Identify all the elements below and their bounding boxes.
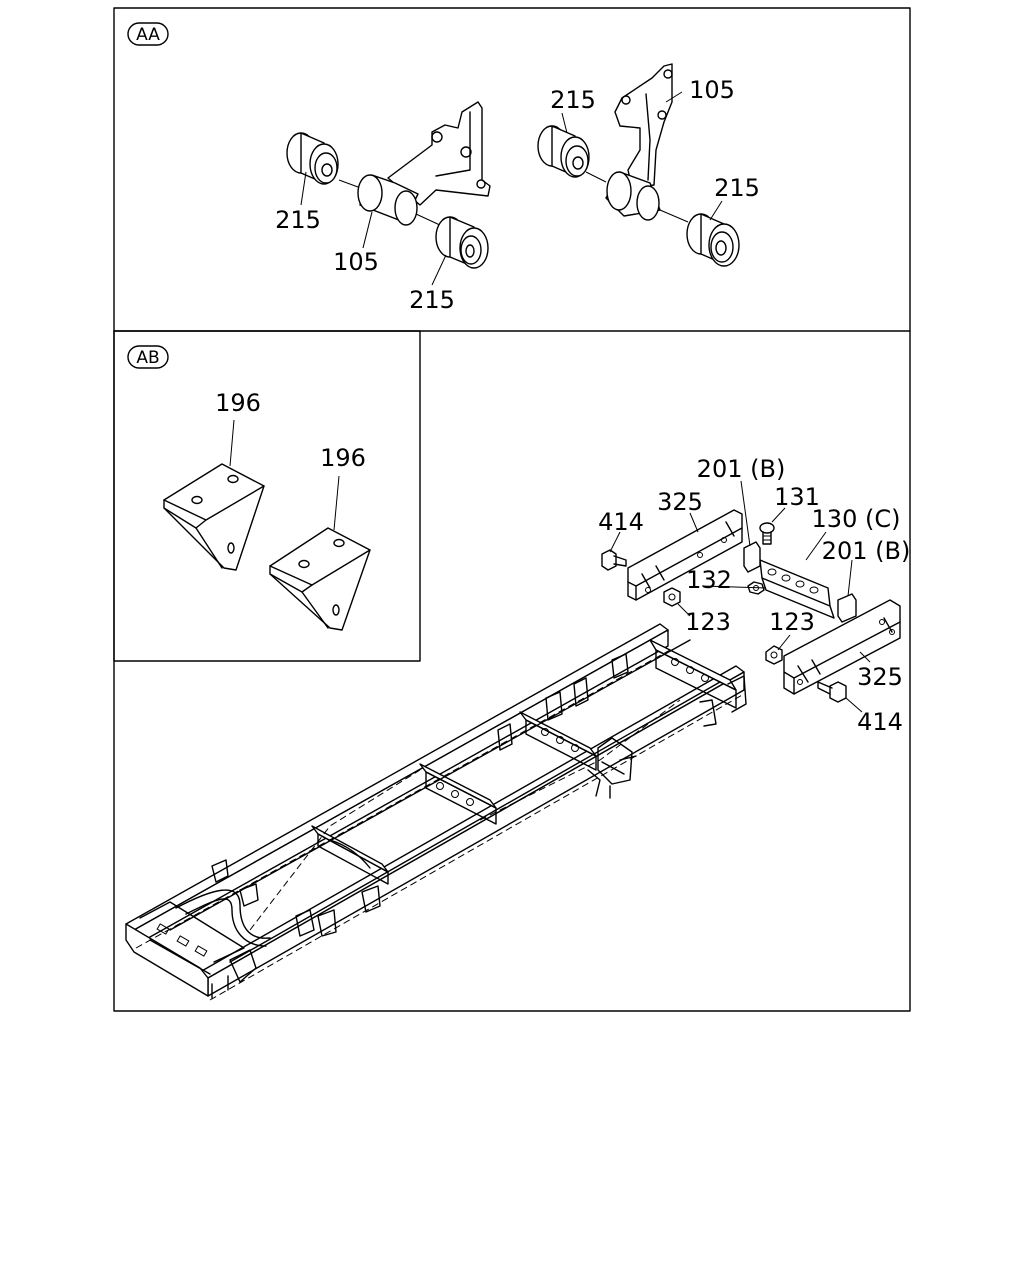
label-196-left: 196: [215, 389, 261, 417]
plate-201b-upper-drawing: [743, 541, 761, 573]
label-414-top: 414: [598, 508, 644, 536]
nut-123-right-drawing: [765, 645, 783, 665]
bracket-196-left-drawing: [163, 463, 265, 571]
nut-123-left-drawing: [663, 587, 681, 607]
bracket-130-drawing: [759, 559, 835, 619]
label-123-right: 123: [769, 608, 815, 636]
label-105-center: 105: [333, 248, 379, 276]
bracket-105-left-drawing: [338, 101, 491, 227]
rail-325-lower-drawing: [783, 599, 901, 695]
bolt-414-top-drawing: [601, 549, 627, 571]
label-201b-right: 201 (B): [822, 537, 911, 565]
plate-201b-right-drawing: [837, 593, 857, 623]
label-215-upper: 215: [550, 86, 596, 114]
bushing-215-bottom-drawing: [435, 216, 489, 269]
label-215-bottom: 215: [409, 286, 455, 314]
rail-325-upper-drawing: [627, 509, 743, 601]
label-123-left: 123: [685, 608, 731, 636]
bushing-215-right-drawing: [686, 213, 740, 267]
label-131: 131: [774, 483, 820, 511]
label-132: 132: [686, 566, 732, 594]
section-tag-ab[interactable]: AB: [127, 345, 169, 369]
bolt-131-drawing: [759, 522, 775, 545]
label-215-left: 215: [275, 206, 321, 234]
diagram-frames: [113, 7, 911, 1012]
bolt-414-bottom-drawing: [817, 681, 847, 703]
label-196-right: 196: [320, 444, 366, 472]
section-tag-aa[interactable]: AA: [127, 22, 169, 46]
label-215-right: 215: [714, 174, 760, 202]
label-325-top: 325: [657, 488, 703, 516]
inset-frame-ab: [113, 330, 421, 662]
label-130c: 130 (C): [812, 505, 901, 533]
bushing-215-left-drawing: [286, 132, 339, 185]
bracket-196-right-drawing: [269, 527, 371, 631]
parts-leader-lines: [609, 480, 871, 713]
bracket-105-right-drawing: [585, 63, 689, 223]
label-201b-top: 201 (B): [697, 455, 786, 483]
section-tag-ab-label: AB: [136, 348, 159, 368]
label-325-right: 325: [857, 663, 903, 691]
label-414-bottom: 414: [857, 708, 903, 736]
section-tag-aa-label: AA: [136, 25, 160, 45]
ab-leader-lines: [229, 419, 340, 531]
aa-leader-lines: [300, 91, 723, 286]
label-105-right: 105: [689, 76, 735, 104]
chassis-frame-drawing: [125, 623, 747, 1001]
bushing-215-upper-drawing: [537, 125, 590, 178]
